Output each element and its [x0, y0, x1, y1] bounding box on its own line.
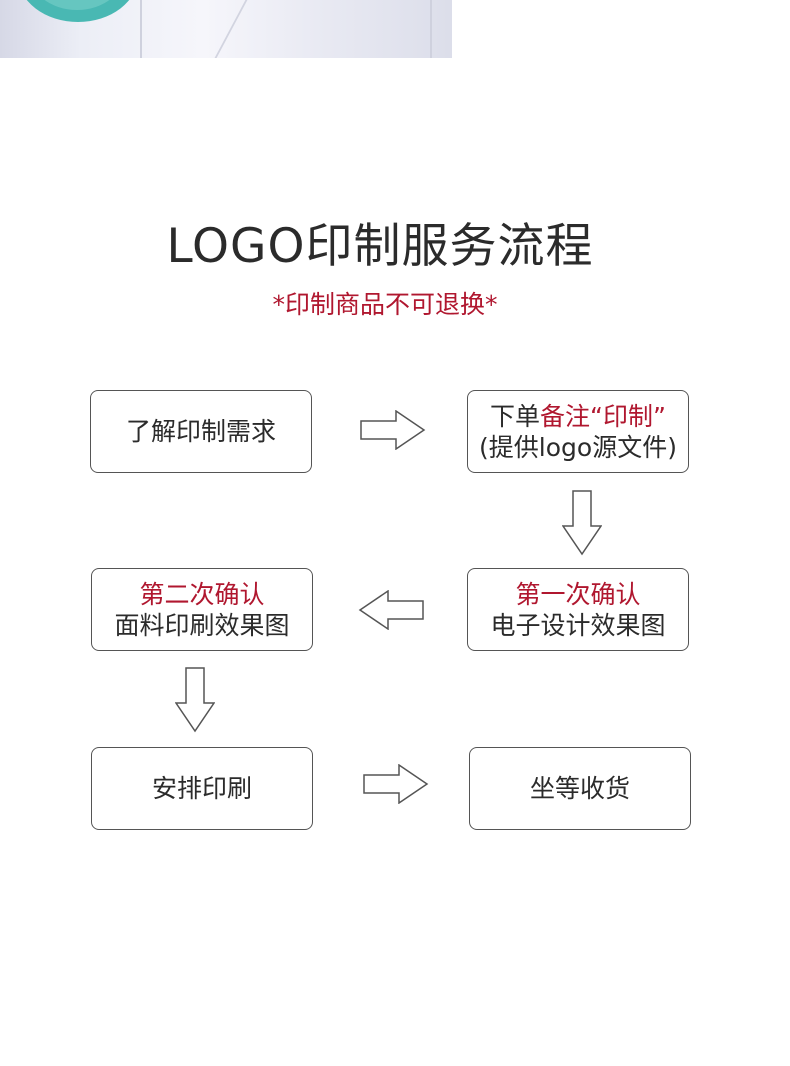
step-sublabel: 电子设计效果图	[490, 610, 666, 640]
step-label: 安排印刷	[151, 774, 252, 803]
arrow-right-icon	[360, 410, 426, 450]
step-sublabel: 面料印刷效果图	[114, 610, 290, 640]
step-place-order: 下单备注“印制” (提供logo源文件)	[467, 390, 689, 473]
arrow-down-icon	[562, 490, 602, 556]
step-understand-needs: 了解印制需求	[90, 390, 312, 473]
arrow-down-icon	[175, 667, 215, 733]
arrow-left-icon	[358, 590, 424, 630]
arrow-right-icon	[363, 764, 429, 804]
product-photo-top	[0, 0, 452, 58]
step-label: 坐等收货	[529, 774, 630, 803]
step-arrange-printing: 安排印刷	[91, 747, 313, 830]
step-second-confirm: 第二次确认 面料印刷效果图	[91, 568, 313, 651]
no-return-notice: *印制商品不可退换*	[272, 290, 498, 319]
step-label-highlight: 第二次确认	[139, 579, 265, 609]
step-label-highlight: 备注“印制”	[540, 401, 666, 431]
step-label: 了解印制需求	[125, 417, 276, 446]
step-await-delivery: 坐等收货	[469, 747, 691, 830]
step-sublabel: (提供logo源文件)	[479, 432, 677, 462]
page-title: LOGO印制服务流程	[166, 219, 594, 274]
step-label-highlight: 第一次确认	[515, 579, 641, 609]
step-label: 下单	[490, 401, 541, 431]
step-first-confirm: 第一次确认 电子设计效果图	[467, 568, 689, 651]
